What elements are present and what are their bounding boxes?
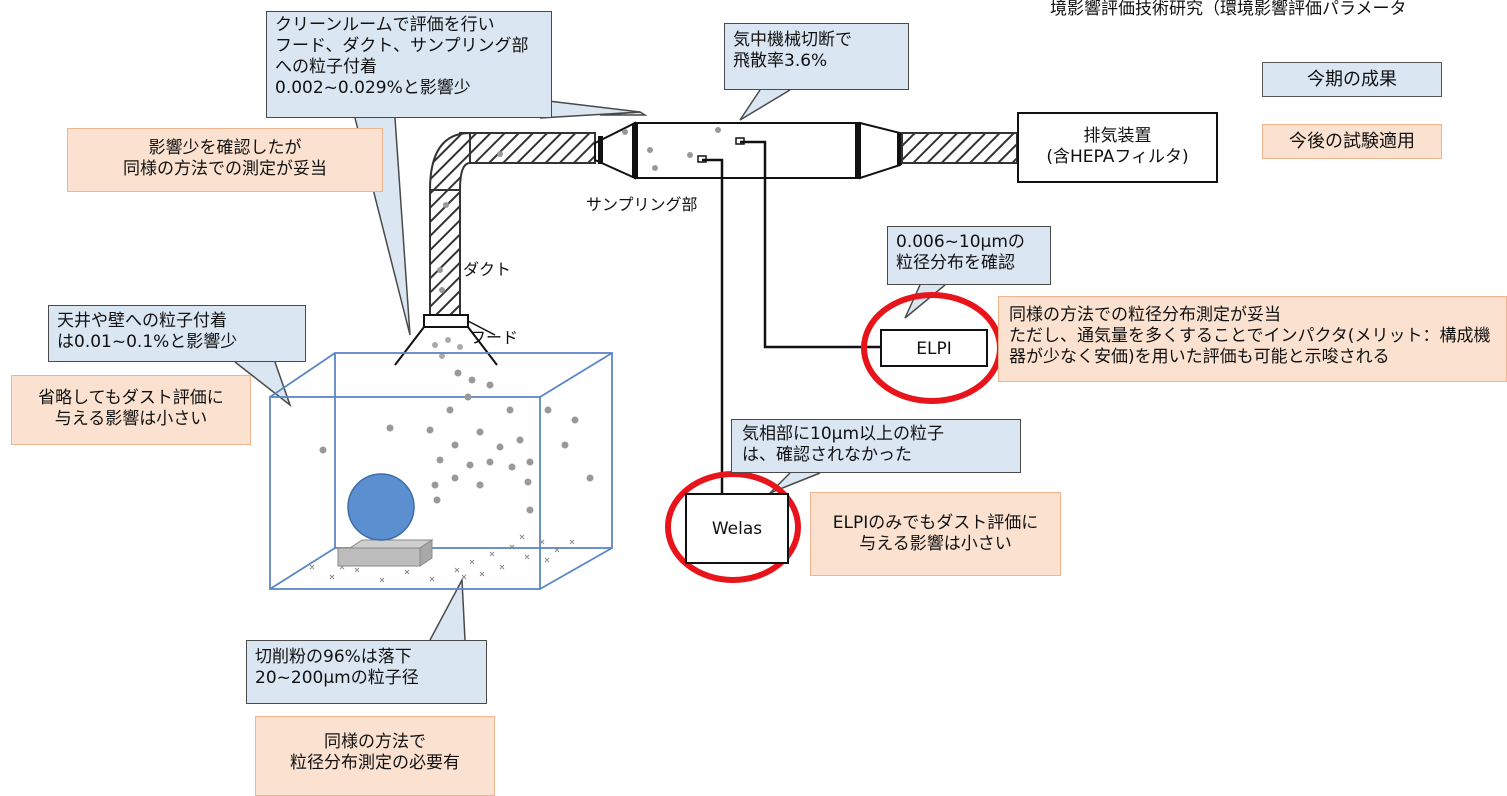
elpi-sampling-line — [740, 140, 880, 349]
legend-current-results: 今期の成果 — [1262, 62, 1442, 97]
exhaust-duct — [901, 132, 1018, 164]
sampling-section-label: サンプリング部 — [586, 195, 698, 214]
fallen-particles-callout: 切削粉の96%は落下 20~200μmの粒子径 — [246, 640, 487, 704]
welas-sampling-line — [702, 158, 724, 493]
sampling-reducer-right — [859, 121, 901, 180]
fallen-tail — [429, 577, 466, 641]
duct-horizontal — [459, 132, 596, 164]
scatter-rate-callout: 気中機械切断で 飛散率3.6% — [724, 23, 909, 90]
workpiece-top — [348, 539, 434, 549]
floor-debris — [309, 534, 575, 583]
cutting-tool-ball — [347, 473, 415, 541]
welas-note: ELPIのみでもダスト評価に 与える影響は小さい — [810, 492, 1061, 576]
welas-instrument: Welas — [685, 493, 789, 564]
scatter-tail — [739, 89, 791, 121]
workpiece — [337, 547, 421, 567]
chamber — [269, 352, 613, 590]
duct-label: ダクト — [463, 260, 512, 279]
duct-vertical — [429, 189, 461, 316]
hood-note: 影響少を確認したが 同様の方法での測定が妥当 — [67, 128, 383, 192]
duct-elbow — [428, 131, 471, 191]
exhaust-unit: 排気装置 (含HEPAフィルタ) — [1017, 112, 1218, 183]
ceiling-callout: 天井や壁への粒子付着 は0.01~0.1%と影響少 — [48, 305, 306, 362]
size-distribution-note: 同様の方法で 粒径分布測定の必要有 — [255, 716, 495, 796]
ceiling-tail — [234, 361, 292, 408]
hood-label: フード — [470, 328, 519, 347]
cleanroom-tail-right — [539, 99, 641, 119]
gas-phase-callout: 気相部に10μm以上の粒子 は、確認されなかった — [731, 419, 1021, 473]
hood — [423, 314, 469, 328]
elpi-range-callout: 0.006~10μmの 粒径分布を確認 — [887, 226, 1051, 285]
elpi-instrument: ELPI — [880, 329, 988, 367]
cleanroom-callout: クリーンルームで評価を行い フード、ダクト、サンプリング部 への粒子付着 0.0… — [266, 11, 552, 118]
omit-note: 省略してもダスト評価に 与える影響は小さい — [11, 375, 251, 445]
elpi-note: 同様の方法での粒径分布測定が妥当 ただし、通気量を多くすることでインパクタ(メリ… — [998, 296, 1507, 382]
airborne-particles — [319, 369, 594, 514]
legend-future-tests: 今後の試験適用 — [1262, 124, 1442, 159]
welas-highlight-ring — [665, 471, 801, 583]
sampling-section — [634, 122, 861, 179]
elpi-range-tail — [904, 284, 946, 319]
header-text: 境影響評価技術研究（環境影響評価パラメータ — [1050, 0, 1407, 19]
